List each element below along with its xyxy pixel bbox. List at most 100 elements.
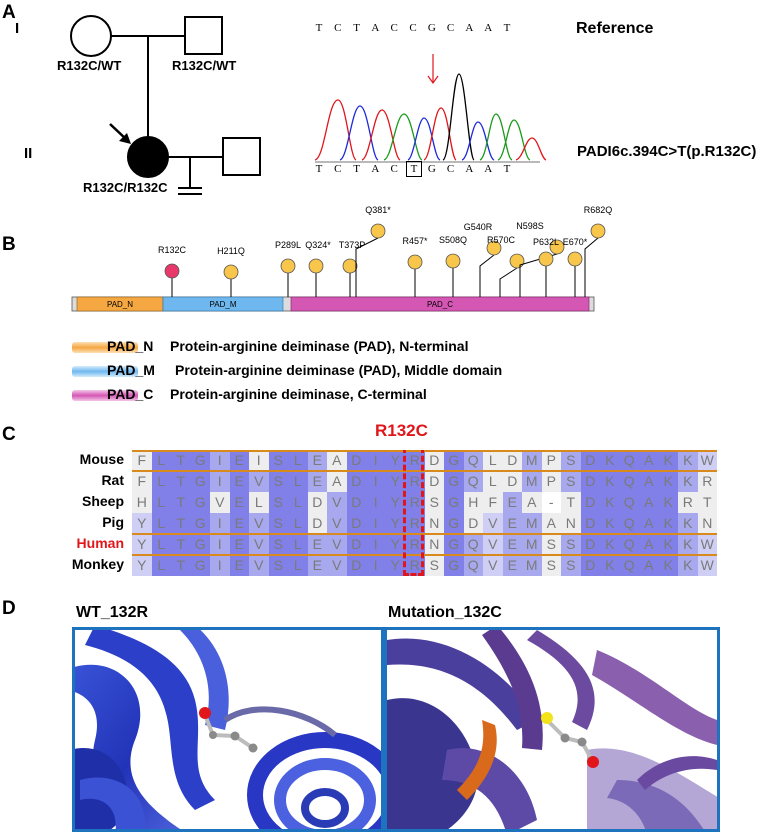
alignment-residue: I	[210, 471, 230, 492]
alignment-residue: L	[151, 534, 171, 555]
alignment-residue: I	[366, 492, 386, 513]
species-label: Rat	[101, 472, 124, 488]
alignment-residue: I	[210, 450, 230, 471]
alignment-residue: V	[483, 534, 503, 555]
alignment-residue: W	[697, 534, 717, 555]
panel-letter-d: D	[2, 598, 16, 619]
alignment-residue: Y	[385, 555, 405, 576]
alignment-residue: Y	[132, 534, 152, 555]
species-label: Mouse	[79, 451, 124, 467]
alignment-residue: K	[600, 492, 620, 513]
alignment-residue: S	[561, 534, 581, 555]
peak-g	[442, 73, 475, 161]
alignment-residue: T	[561, 492, 581, 513]
alignment-residue: I	[210, 513, 230, 534]
reference-base: T	[353, 22, 360, 34]
peak-a	[497, 119, 531, 161]
alignment-residue: G	[444, 471, 464, 492]
alignment-residue: I	[366, 471, 386, 492]
mutant-residue-sticks	[541, 712, 599, 768]
alignment-residue: Q	[619, 492, 639, 513]
alignment-residue: D	[580, 471, 600, 492]
peak-t	[361, 109, 401, 161]
generation-label-ii: II	[24, 145, 33, 162]
mutation-marker	[509, 253, 525, 269]
alignment-residue: S	[561, 450, 581, 471]
mutation-marker	[280, 258, 296, 274]
alignment-residue: D	[307, 513, 327, 534]
reference-base: C	[446, 22, 455, 34]
mother-genotype: R132C/WT	[57, 58, 122, 73]
alignment-residue: I	[366, 534, 386, 555]
proband-arrow-icon	[109, 123, 131, 144]
mutation-marker	[342, 258, 358, 274]
alignment-residue: E	[502, 492, 522, 513]
alignment-residue: L	[151, 492, 171, 513]
alignment-residue: L	[249, 492, 269, 513]
alignment-row-separator	[132, 470, 717, 472]
alignment-residue: K	[678, 513, 698, 534]
alignment-residue: P	[541, 450, 561, 471]
domain-label-pad-m: PAD_M	[210, 300, 237, 309]
species-label: Monkey	[71, 556, 124, 572]
reference-base: C	[409, 22, 417, 34]
alignment-residue: L	[288, 492, 308, 513]
alignment-residue: H	[463, 492, 483, 513]
alignment-residue: M	[522, 471, 542, 492]
mutation-marker	[567, 251, 583, 267]
alignment-residue: T	[171, 513, 191, 534]
alignment-residue: R	[405, 471, 425, 492]
alignment-row-separator	[132, 450, 717, 452]
alignment-residue: W	[697, 450, 717, 471]
alignment-residue: N	[697, 513, 717, 534]
alignment-residue: M	[522, 534, 542, 555]
alignment-residue: S	[541, 555, 561, 576]
legend-desc-pad-n: Protein-arginine deiminase (PAD), N-term…	[170, 338, 469, 354]
mutation-label: P289L	[275, 240, 301, 250]
alignment-residue: L	[288, 471, 308, 492]
alignment-residue: G	[444, 513, 464, 534]
alignment-residue: K	[600, 513, 620, 534]
sample-base: C	[334, 163, 342, 175]
alignment-residue: G	[190, 534, 210, 555]
alignment-residue: A	[639, 450, 659, 471]
alignment-residue: D	[502, 471, 522, 492]
alignment-residue: -	[541, 492, 561, 513]
alignment-residue: S	[268, 555, 288, 576]
alignment-residue: W	[697, 555, 717, 576]
alignment-residue: K	[678, 534, 698, 555]
alignment-residue: A	[541, 513, 561, 534]
alignment-residue: Y	[385, 492, 405, 513]
wt-structure-title: WT_132R	[76, 604, 149, 621]
sample-base: T	[406, 161, 422, 177]
alignment-residue: L	[288, 513, 308, 534]
alignment-residue: E	[502, 555, 522, 576]
domain-pad-m	[162, 296, 284, 312]
proband-symbol	[127, 136, 169, 178]
generation-label-i: I	[15, 20, 20, 37]
alignment-residue: D	[502, 450, 522, 471]
alignment-residue: N	[424, 513, 444, 534]
alignment-residue: D	[424, 471, 444, 492]
alignment-residue: D	[346, 555, 366, 576]
sample-base: T	[315, 163, 323, 175]
sample-base: A	[465, 163, 474, 175]
mutant-ribbon-render	[387, 630, 717, 829]
alignment-residue: K	[600, 471, 620, 492]
legend-desc-pad-c: Protein-arginine deiminase, C-terminal	[170, 386, 427, 402]
alignment-residue: D	[424, 450, 444, 471]
alignment-residue: R	[678, 492, 698, 513]
alignment-row-separator	[132, 533, 717, 535]
alignment-residue: S	[424, 492, 444, 513]
legend-swatch-pad-c	[72, 390, 138, 401]
alignment-residue: G	[190, 555, 210, 576]
alignment-residue: Y	[385, 450, 405, 471]
alignment-residue: L	[151, 513, 171, 534]
alignment-residue: I	[366, 555, 386, 576]
alignment-residue: A	[639, 471, 659, 492]
alignment-residue: S	[268, 450, 288, 471]
alignment-residue: I	[210, 555, 230, 576]
